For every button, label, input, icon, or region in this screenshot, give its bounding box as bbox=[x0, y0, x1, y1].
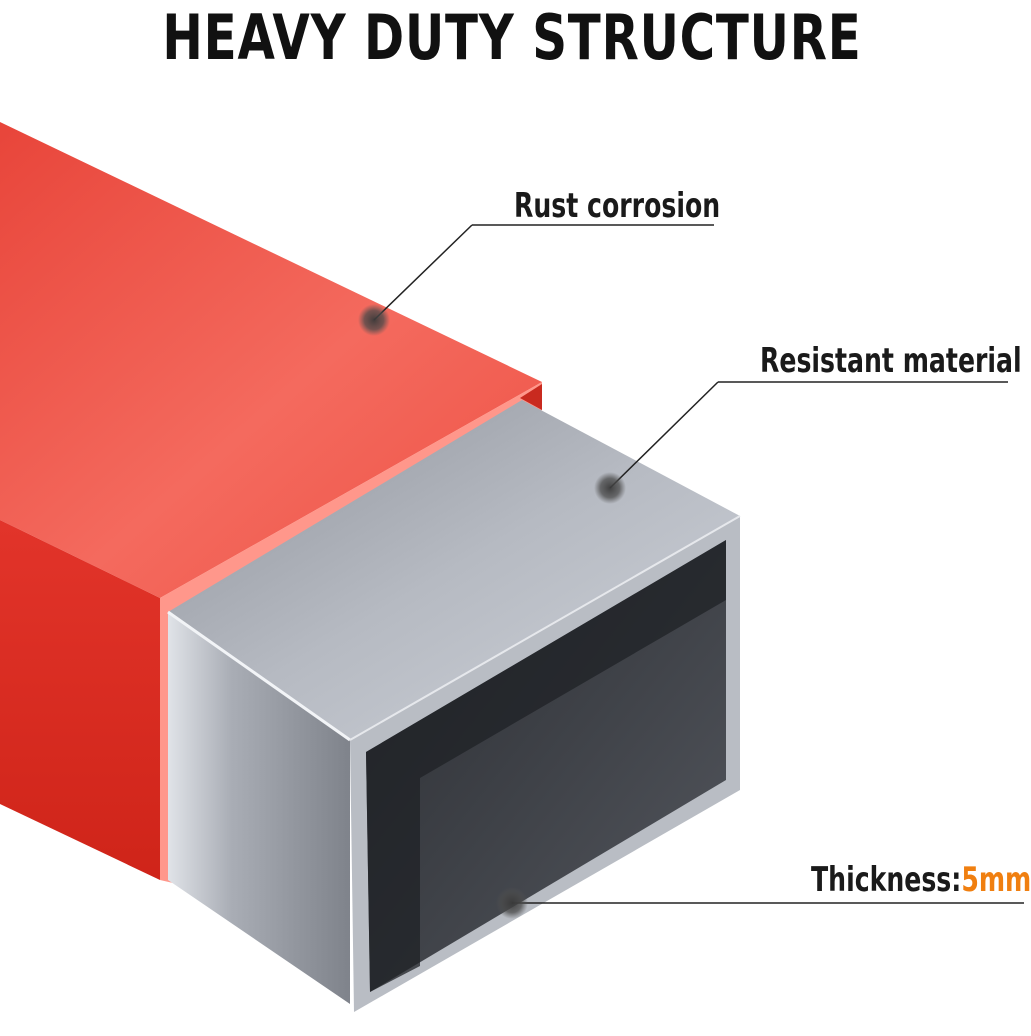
thickness-label-text: Thickness: bbox=[811, 860, 962, 900]
outer-tube-top-face bbox=[0, 122, 542, 598]
outer-tube-side-face bbox=[0, 520, 160, 880]
thickness-label: Thickness:5mm bbox=[811, 860, 1031, 900]
rust-callout-dot bbox=[358, 304, 390, 336]
inner-tube-opening bbox=[366, 540, 726, 992]
resistant-material-label: Resistant material bbox=[760, 341, 1022, 381]
page-title: HEAVY DUTY STRUCTURE bbox=[162, 1, 862, 74]
inner-tube-side-face bbox=[168, 612, 350, 1004]
rust-corrosion-label: Rust corrosion bbox=[514, 186, 721, 226]
thickness-value: 5mm bbox=[961, 860, 1031, 900]
resistant-callout-dot bbox=[594, 472, 626, 504]
thickness-callout-dot bbox=[496, 887, 528, 919]
